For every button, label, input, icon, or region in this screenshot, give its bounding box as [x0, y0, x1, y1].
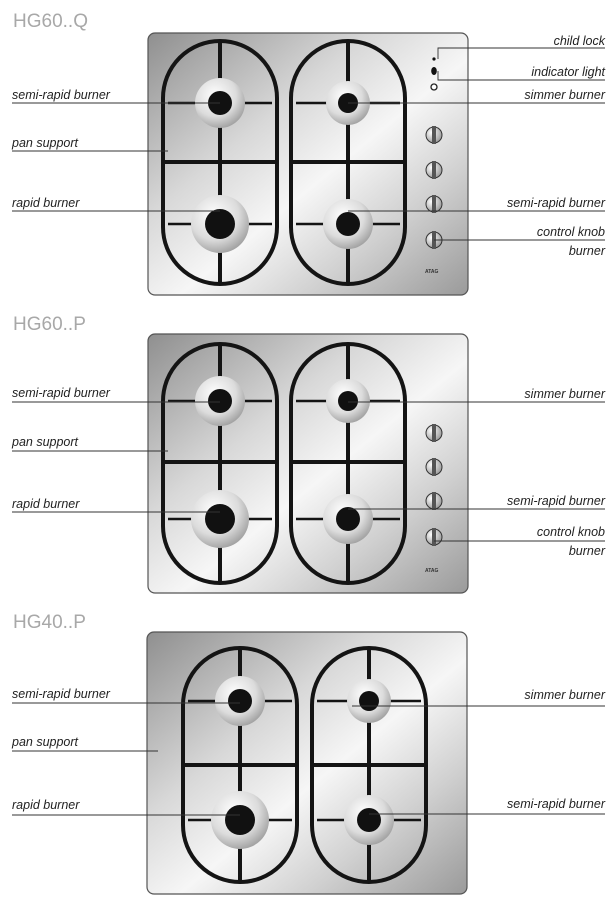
- semi-rapid-burner: [344, 795, 394, 845]
- label-right: control knob: [537, 225, 605, 239]
- diagram-hg60q: HG60..Q ATAG: [11, 11, 606, 296]
- label-right: burner: [569, 544, 606, 558]
- child-lock: [431, 57, 437, 75]
- label-right: simmer burner: [524, 688, 605, 702]
- simmer-burner: [347, 679, 391, 723]
- label-right: indicator light: [531, 65, 605, 79]
- simmer-burner: [326, 379, 370, 423]
- label-left: pan support: [11, 435, 79, 449]
- model-title: HG60..Q: [13, 11, 88, 32]
- label-left: semi-rapid burner: [12, 88, 111, 102]
- label-right: simmer burner: [524, 88, 605, 102]
- label-left: rapid burner: [12, 497, 80, 511]
- label-left: pan support: [11, 136, 79, 150]
- label-left: semi-rapid burner: [12, 687, 111, 701]
- label-left: rapid burner: [12, 798, 80, 812]
- model-title: HG40..P: [13, 612, 86, 633]
- rapid-burner: [191, 490, 249, 548]
- semi-rapid-burner: [323, 494, 373, 544]
- rapid-burner: [191, 195, 249, 253]
- label-left: semi-rapid burner: [12, 386, 111, 400]
- indicator-light: [430, 83, 438, 91]
- control-knob: [425, 161, 443, 179]
- diagram-hg60p: HG60..P ATAG semi-rapi: [11, 314, 606, 594]
- control-knob: [425, 424, 443, 442]
- semi-rapid-burner: [323, 199, 373, 249]
- label-right: control knob: [537, 525, 605, 539]
- control-knob: [425, 126, 443, 144]
- label-right: burner: [569, 244, 606, 258]
- label-left: rapid burner: [12, 196, 80, 210]
- label-right: semi-rapid burner: [507, 196, 606, 210]
- label-left: pan support: [11, 735, 79, 749]
- semi-rapid-burner: [195, 376, 245, 426]
- brand-mark: ATAG: [425, 269, 439, 275]
- semi-rapid-burner: [215, 676, 265, 726]
- model-title: HG60..P: [13, 314, 86, 335]
- control-knob: [425, 195, 443, 213]
- control-knob: [425, 458, 443, 476]
- label-right: semi-rapid burner: [507, 494, 606, 508]
- rapid-burner: [211, 791, 269, 849]
- control-knob: [425, 492, 443, 510]
- diagram-hg40p: HG40..P semi-rapid burner pan support ra…: [11, 612, 606, 895]
- brand-mark: ATAG: [425, 568, 439, 574]
- label-right: child lock: [554, 34, 606, 48]
- label-right: semi-rapid burner: [507, 797, 606, 811]
- control-knob: [425, 528, 443, 546]
- label-right: simmer burner: [524, 387, 605, 401]
